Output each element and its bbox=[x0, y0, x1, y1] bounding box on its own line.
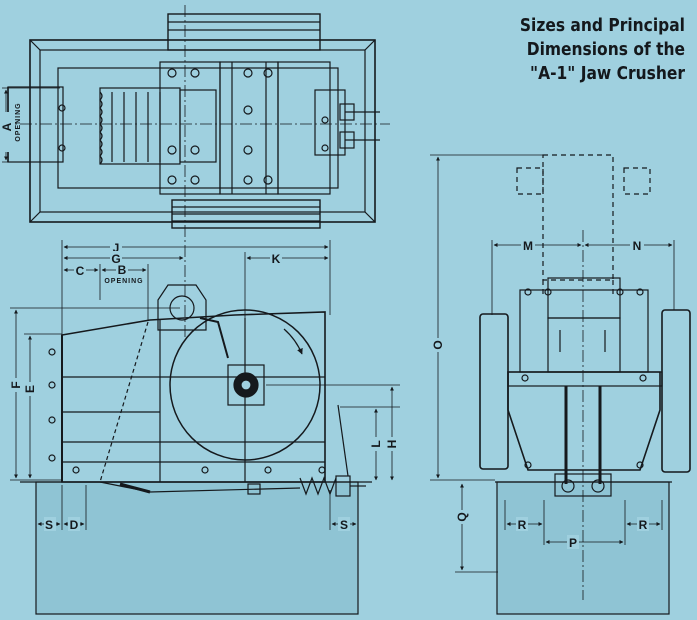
plan-outer-frame bbox=[29, 39, 376, 223]
label-m: M bbox=[523, 239, 533, 253]
side-frame bbox=[61, 311, 326, 483]
label-f: F bbox=[9, 381, 23, 388]
label-d: D bbox=[70, 518, 79, 532]
label-n: N bbox=[633, 239, 642, 253]
end-frame bbox=[507, 371, 661, 471]
end-top-housing bbox=[519, 289, 649, 373]
label-c: C bbox=[76, 264, 85, 278]
plan-bolts bbox=[58, 68, 329, 185]
label-b-opening: OPENING bbox=[104, 278, 143, 285]
side-pitman bbox=[157, 284, 207, 331]
plan-spring-housing bbox=[314, 89, 346, 156]
label-r-left: R bbox=[518, 518, 527, 532]
label-a-opening: OPENING bbox=[15, 102, 22, 141]
label-p: P bbox=[569, 536, 577, 550]
plan-body bbox=[57, 67, 339, 189]
side-bolts bbox=[48, 348, 326, 474]
end-raised-housing bbox=[542, 154, 614, 281]
side-foundation bbox=[35, 481, 359, 615]
dimension-labels: A OPENING J G C B OPENING K F E L H S D bbox=[0, 102, 649, 550]
title-line-3: "A-1" Jaw Crusher bbox=[530, 63, 685, 84]
plan-flywheel-top bbox=[167, 13, 321, 51]
label-o: O bbox=[431, 340, 445, 349]
title-line-1: Sizes and Principal bbox=[519, 15, 685, 36]
label-k: K bbox=[272, 252, 281, 266]
plan-shaft-housing bbox=[219, 61, 279, 195]
label-s-right: S bbox=[340, 518, 348, 532]
label-a: A bbox=[0, 122, 14, 131]
side-view bbox=[20, 284, 372, 615]
label-h: H bbox=[385, 440, 399, 449]
end-flywheel-right bbox=[661, 309, 691, 473]
title-line-2: Dimensions of the bbox=[526, 39, 685, 60]
label-b: B bbox=[118, 263, 127, 277]
label-e: E bbox=[23, 385, 37, 393]
label-j: J bbox=[113, 241, 120, 255]
dimension-lines bbox=[0, 5, 675, 600]
label-s-left: S bbox=[45, 518, 53, 532]
label-r-right: R bbox=[639, 518, 648, 532]
end-flywheel-left bbox=[479, 313, 509, 470]
label-g: G bbox=[111, 252, 120, 266]
end-bolts bbox=[521, 288, 647, 469]
label-q: Q bbox=[455, 512, 469, 521]
end-view bbox=[479, 154, 691, 615]
label-l: L bbox=[369, 440, 383, 447]
end-shaft bbox=[507, 371, 663, 387]
side-bearing bbox=[227, 364, 265, 406]
diagram-title: Sizes and Principal Dimensions of the "A… bbox=[487, 14, 685, 86]
plan-view bbox=[7, 13, 380, 229]
